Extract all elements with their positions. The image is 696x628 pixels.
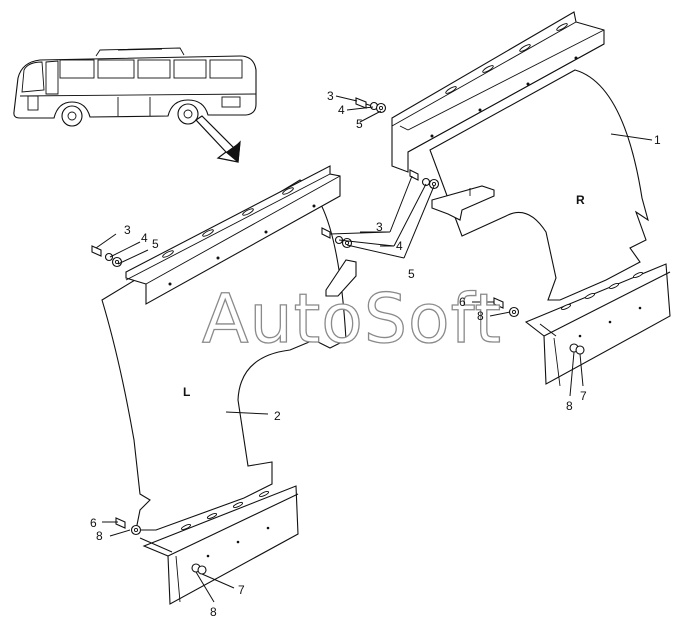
right-side-label: R [576,193,585,207]
callout-8-l-bottom-low: 8 [210,605,217,619]
callout-5-r-top: 5 [356,117,363,131]
fastener-group-r-top [355,97,387,114]
fastener-group-l-top [91,245,123,268]
callout-3-r-top: 3 [327,89,334,103]
callout-8-r-bottom-top: 8 [477,309,484,323]
callout-5-center: 5 [408,267,415,281]
part-number-1: 1 [654,133,661,147]
callout-4-l-top: 4 [141,231,148,245]
callout-8-l-bottom-top: 8 [96,529,103,543]
callout-4-r-top: 4 [338,103,345,117]
callout-6-l-bottom: 6 [90,516,97,530]
callout-7-r-bottom: 7 [580,389,587,403]
part-number-2: 2 [274,409,281,423]
callout-5-l-top: 5 [152,237,159,251]
right-mudflap [391,11,671,387]
callout-8-r-bottom-low: 8 [566,399,573,413]
callout-3-center: 3 [376,220,383,234]
callout-7-l-bottom: 7 [238,583,245,597]
left-side-label: L [183,385,190,399]
leader-lines [95,95,653,603]
bus-icon [13,47,257,127]
left-mudflap [101,165,357,605]
callout-6-r-bottom: 6 [459,295,466,309]
callout-3-l-top: 3 [124,223,131,237]
callout-4-center: 4 [396,239,403,253]
location-arrow-icon [195,115,241,163]
fastener-group-l-bottom [115,517,142,536]
watermark: AutoSoft [202,280,502,359]
